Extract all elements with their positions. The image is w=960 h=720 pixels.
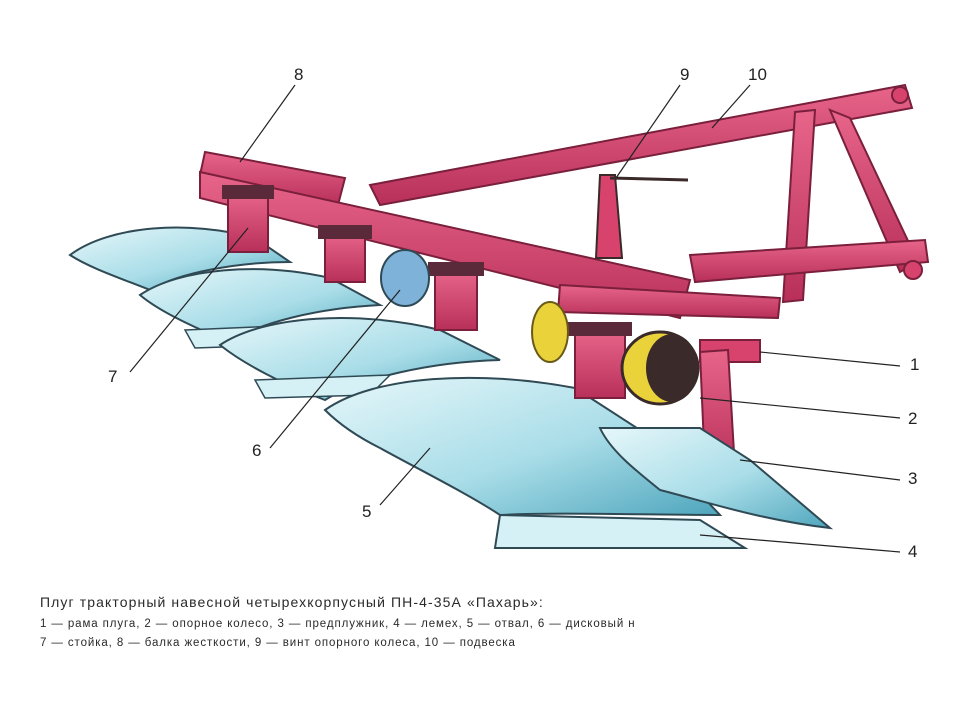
figure-legend-line-2: 7 — стойка, 8 — балка жесткости, 9 — вин… — [40, 637, 516, 649]
callout-10: 10 — [748, 65, 767, 84]
wheel-screw — [594, 174, 624, 259]
leader-line-4 — [699, 534, 901, 553]
callout-numbers: 8 9 10 1 2 3 4 5 6 7 — [108, 65, 919, 561]
callout-8: 8 — [294, 65, 303, 84]
figure-legend-line-1: 1 — рама плуга, 2 — опорное колесо, 3 — … — [40, 618, 636, 630]
callout-1: 1 — [910, 355, 919, 374]
disk-coulter-assembly — [380, 249, 569, 363]
main-frame-beam — [199, 170, 692, 320]
standard — [227, 191, 269, 253]
callout-3: 3 — [908, 469, 917, 488]
callout-7: 7 — [108, 367, 117, 386]
leader-line-9 — [615, 84, 681, 179]
callout-4: 4 — [908, 542, 917, 561]
wheel-screw-handle — [609, 176, 689, 182]
plough-bodies — [68, 226, 749, 549]
clamp — [222, 185, 274, 199]
clamp — [318, 225, 372, 239]
standard — [324, 231, 366, 283]
support-wheel-tyre — [646, 334, 698, 402]
frame — [198, 150, 782, 363]
clamp — [428, 262, 484, 276]
skimmer-assembly — [598, 348, 834, 530]
upper-link-beam — [368, 83, 914, 207]
standard — [574, 329, 626, 399]
leader-line-5 — [379, 447, 431, 506]
callout-2: 2 — [908, 409, 917, 428]
callout-6: 6 — [252, 441, 261, 460]
leader-line-3 — [739, 459, 901, 481]
callout-9: 9 — [680, 65, 689, 84]
leader-line-1 — [759, 351, 901, 367]
moldboard — [323, 376, 723, 517]
hitch-lower-bar — [688, 238, 930, 284]
leader-line-6 — [269, 289, 401, 449]
lower-hitch-pin — [903, 260, 923, 280]
leader-line-2 — [699, 397, 901, 419]
upper-link-pin — [891, 86, 909, 104]
standard — [434, 269, 478, 331]
clamp — [568, 322, 632, 336]
frame-cross-bar — [556, 283, 782, 320]
share — [493, 513, 749, 549]
disk-coulter-rear — [531, 301, 569, 363]
disk-coulter — [380, 249, 430, 307]
leader-line-7 — [129, 227, 249, 373]
standards — [222, 185, 632, 399]
skimmer — [598, 427, 834, 530]
hitch-frame — [368, 83, 930, 304]
callout-5: 5 — [362, 502, 371, 521]
leader-lines — [129, 84, 901, 553]
plough-body-4 — [323, 376, 749, 549]
leader-line-8 — [239, 84, 296, 163]
support-wheel-assembly — [594, 174, 700, 406]
leader-line-10 — [711, 84, 751, 129]
plough-body-3 — [218, 317, 501, 402]
figure-caption-title: Плуг тракторный навесной четырехкорпусны… — [40, 594, 544, 610]
